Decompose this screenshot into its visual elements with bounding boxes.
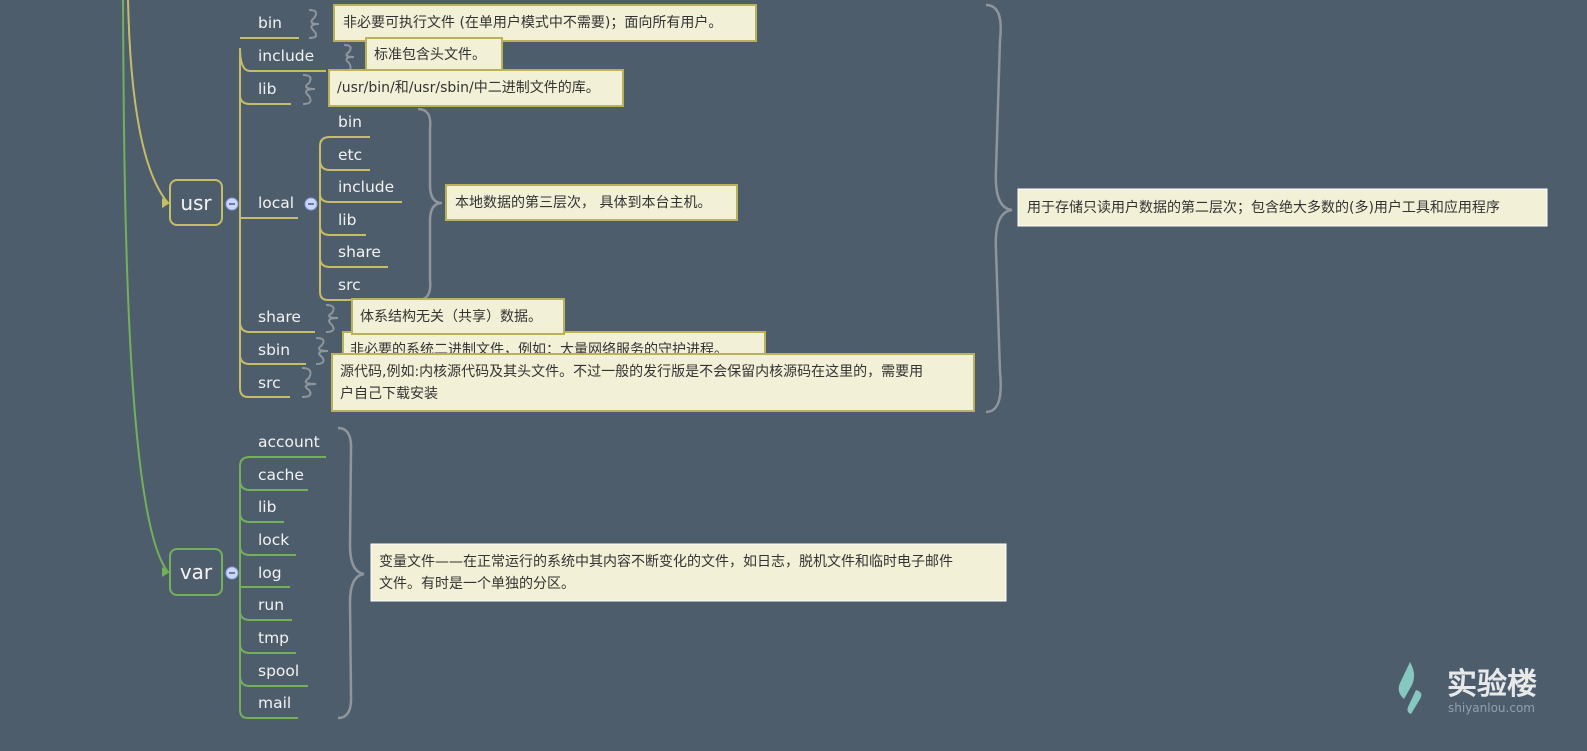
usr-children-spine [239,48,249,398]
local-child-src[interactable]: src [328,276,368,301]
usr-child-share[interactable]: share [239,308,315,333]
logo-en-text: shiyanlou.com [1448,701,1535,715]
usr-child-lib[interactable]: lib [239,80,291,105]
local-child-bin[interactable]: bin [319,113,370,147]
note-var: 变量文件——在正常运行的系统中其内容不断变化的文件，如日志，脱机文件和临时电子邮… [370,543,1007,602]
brace-usr-sbin [315,337,329,365]
usr-child-sbin[interactable]: sbin [239,341,306,365]
var-child-run-label: run [258,596,284,614]
note-usr-src: 源代码,例如:内核源代码及其头文件。不过一般的发行版是不会保留内核源码在这里的，… [331,353,975,412]
var-child-spool[interactable]: spool [239,662,308,687]
local-child-share-label: share [338,243,381,261]
logo-leaf-icon [1398,662,1415,699]
usr-child-include-label: include [258,47,314,65]
var-child-log[interactable]: log [240,564,290,588]
usr-child-bin[interactable]: bin [240,14,299,39]
note-usr-include-text: 标准包含头文件。 [374,47,486,63]
usr-child-share-label: share [258,308,301,326]
local-child-lib-label: lib [338,211,356,229]
var-node-label: var [180,560,213,584]
note-usr-summary: 用于存储只读用户数据的第二层次；包含绝大多数的(多)用户工具和应用程序 [1017,188,1548,227]
trunk-line-usr [127,0,169,204]
var-node[interactable]: var [169,548,223,596]
var-child-lib-label: lib [258,498,276,516]
brace-usr-share [325,304,339,333]
note-usr-share-text: 体系结构无关（共享）数据。 [360,308,542,325]
var-child-run[interactable]: run [239,596,292,621]
note-local: 本地数据的第三层次， 具体到本台主机。 [445,184,738,221]
var-collapse-toggle[interactable] [225,566,239,580]
note-usr-src-text-line1: 源代码,例如:内核源代码及其头文件。不过一般的发行版是不会保留内核源码在这里的，… [340,363,923,380]
logo-cn-text: 实验楼 [1447,667,1537,702]
var-child-spool-label: spool [258,662,299,680]
usr-child-src[interactable]: src [248,374,290,398]
trunk-line-var [122,0,169,573]
var-child-account[interactable]: account [239,433,326,467]
usr-child-lib-label: lib [258,80,276,98]
note-var-text-line1: 变量文件——在正常运行的系统中其内容不断变化的文件，如日志，脱机文件和临时电子邮… [379,553,953,570]
note-usr-src-text-line2: 户自己下载安装 [340,385,438,402]
usr-child-local-label: local [258,194,294,212]
usr-node-label: usr [180,191,212,215]
brace-usr-summary [985,3,1013,414]
usr-child-bin-label: bin [258,14,282,32]
note-usr-bin: 非必要可执行文件 (在单用户模式中不需要)；面向所有用户。 [333,4,757,42]
brace-local [417,107,443,302]
usr-child-sbin-label: sbin [258,341,290,359]
note-usr-bin-text: 非必要可执行文件 (在单用户模式中不需要)；面向所有用户。 [343,14,722,31]
var-child-tmp-label: tmp [258,629,289,647]
usr-child-include[interactable]: include [239,47,326,72]
local-child-lib[interactable]: lib [319,211,366,236]
var-child-lock[interactable]: lock [239,531,296,556]
var-child-cache[interactable]: cache [239,466,308,491]
note-var-text-line2: 文件。有时是一个单独的分区。 [379,576,575,592]
var-children-spine [239,466,249,719]
brace-usr-bin [308,9,320,39]
brace-usr-lib [302,74,316,105]
note-usr-share: 体系结构无关（共享）数据。 [351,298,565,335]
var-child-mail-label: mail [258,694,291,712]
usr-collapse-toggle[interactable] [225,197,239,211]
note-usr-summary-text: 用于存储只读用户数据的第二层次；包含绝大多数的(多)用户工具和应用程序 [1027,199,1500,216]
note-usr-lib-text: /usr/bin/和/usr/sbin/中二进制文件的库。 [337,80,600,96]
var-child-lib[interactable]: lib [239,498,284,523]
note-usr-lib: /usr/bin/和/usr/sbin/中二进制文件的库。 [328,69,624,107]
shiyanlou-logo: 实验楼 shiyanlou.com [1398,662,1537,715]
note-local-text: 本地数据的第三层次， 具体到本台主机。 [455,194,711,211]
brace-usr-include [343,44,355,72]
arrowhead-var [162,567,170,577]
local-child-src-label: src [338,276,361,294]
local-collapse-toggle[interactable] [304,197,318,211]
local-child-include[interactable]: include [319,178,402,203]
usr-child-local[interactable]: local [240,194,298,219]
var-child-log-label: log [258,564,282,582]
local-child-etc[interactable]: etc [319,146,370,171]
brace-usr-src [301,367,317,398]
var-child-tmp[interactable]: tmp [239,629,296,654]
note-usr-include: 标准包含头文件。 [365,37,503,72]
var-child-cache-label: cache [258,466,304,484]
brace-var [337,426,365,720]
arrowhead-usr [162,198,170,208]
usr-child-src-label: src [258,374,281,392]
usr-node[interactable]: usr [169,179,223,226]
local-children-spine [319,146,329,301]
local-child-etc-label: etc [338,146,362,164]
var-child-account-label: account [258,433,320,451]
var-child-mail[interactable]: mail [248,694,298,719]
var-child-lock-label: lock [258,531,289,549]
local-child-bin-label: bin [338,113,362,131]
local-child-share[interactable]: share [319,243,388,268]
local-child-include-label: include [338,178,394,196]
